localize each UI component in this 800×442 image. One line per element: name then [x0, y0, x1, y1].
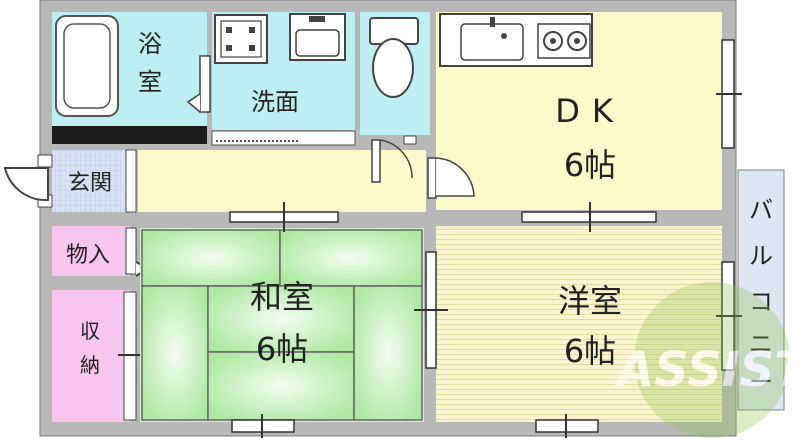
washing-machine-icon [214, 14, 268, 64]
youshitsu-size: 6帖 [564, 332, 616, 370]
toilet-door [371, 135, 417, 183]
bath-label: 浴 [138, 30, 162, 58]
stove-icon [537, 23, 591, 59]
washitsu-label: 和室 [250, 278, 314, 316]
toilet-icon [369, 17, 419, 98]
svg-text:ー: ー [749, 368, 773, 396]
entrance-label: 玄関 [68, 171, 112, 196]
balcony-label: バ ル コ ニ ー [749, 196, 773, 396]
entrance-step [125, 149, 137, 213]
dk-size: 6帖 [564, 146, 616, 184]
closet-label-top: 収 [80, 319, 100, 343]
storage-label: 物入 [66, 243, 110, 268]
svg-text:ル: ル [749, 242, 773, 270]
youshitsu [436, 226, 722, 422]
bath-label-top: 室 [138, 68, 162, 96]
door-ticks [261, 93, 742, 438]
tatami-mats [141, 229, 423, 421]
entrance-door [3, 154, 53, 208]
washbasin-icon [289, 13, 346, 61]
storage [52, 226, 130, 276]
bath-door [186, 55, 211, 113]
svg-text:バ: バ [749, 196, 773, 224]
washitsu-size: 6帖 [256, 330, 308, 368]
youshitsu-label: 洋室 [558, 282, 622, 320]
dk-door [427, 157, 475, 199]
wash-threshold [211, 130, 356, 146]
watermark-logo: ASSIST [613, 282, 800, 438]
entrance [52, 150, 134, 212]
balcony [737, 169, 785, 411]
svg-text:コ: コ [749, 288, 773, 316]
hall-wall-dark [52, 126, 207, 144]
svg-text:ASSIST: ASSIST [613, 342, 800, 398]
kitchen-counter-icon [439, 13, 593, 67]
hallway [138, 150, 426, 212]
svg-text:ニ: ニ [749, 330, 773, 358]
closet-label-bottom: 納 [80, 353, 100, 377]
bathtub-icon [55, 15, 119, 117]
dk-label: DK [555, 92, 625, 130]
washroom-label: 洗面 [251, 88, 299, 116]
closet [52, 290, 130, 422]
